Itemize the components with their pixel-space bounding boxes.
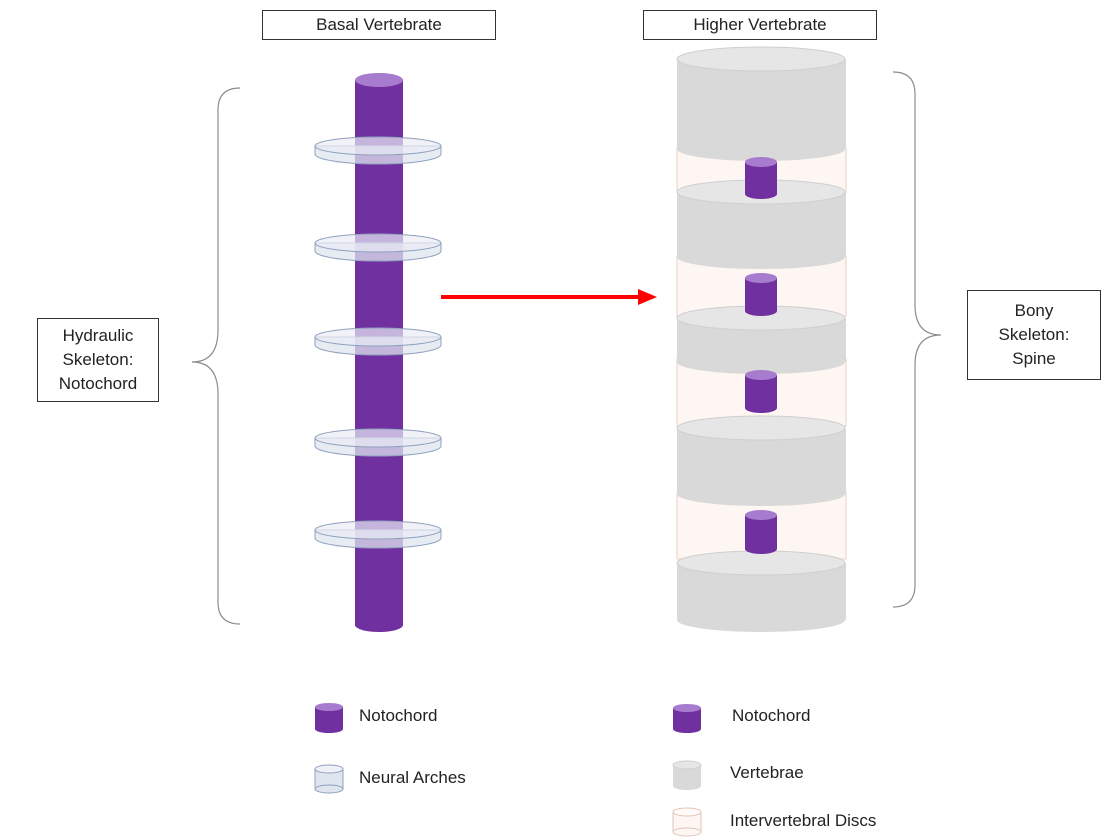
legend-right-vertebrae: Vertebrae: [730, 763, 804, 782]
neural-arch: [314, 428, 442, 457]
side-left-line-2: Skeleton:: [62, 350, 134, 369]
neural-arch-icon: [314, 764, 344, 794]
title-higher-vertebrate: Higher Vertebrate: [643, 10, 877, 40]
title-higher-label: Higher Vertebrate: [693, 15, 827, 34]
side-left-line-1: Hydraulic: [62, 326, 134, 345]
legend-left-neural-arches: Neural Arches: [359, 768, 466, 787]
vertebra: [676, 415, 846, 506]
vertebra: [676, 550, 846, 632]
legend-right-intervertebral-discs: Intervertebral Discs: [730, 811, 877, 830]
title-basal-vertebrate: Basal Vertebrate: [262, 10, 496, 40]
evolution-arrow: [441, 289, 657, 305]
notochord-icon: [315, 703, 343, 733]
notochord-remnant: [745, 157, 777, 199]
disc-icon: [672, 807, 702, 837]
side-right-line-1: Bony: [1014, 301, 1054, 320]
neural-arch: [314, 136, 442, 165]
left-brace: [191, 87, 241, 625]
hydraulic-skeleton-label: Hydraulic Skeleton: Notochord: [37, 318, 159, 402]
neural-arch: [314, 233, 442, 262]
notochord-remnant: [745, 510, 777, 554]
vertebra: [676, 305, 846, 374]
vertebra: [676, 179, 846, 269]
title-basal-label: Basal Vertebrate: [316, 15, 442, 34]
vertebra: [676, 46, 846, 161]
notochord-remnant: [745, 370, 777, 413]
bony-skeleton-label: Bony Skeleton: Spine: [967, 290, 1101, 380]
neural-arch: [314, 327, 442, 356]
notochord-icon: [673, 704, 701, 733]
legend-left-notochord: Notochord: [359, 706, 438, 725]
notochord-remnant: [745, 273, 777, 316]
side-left-line-3: Notochord: [58, 374, 138, 393]
right-brace: [892, 71, 942, 608]
vertebra-icon: [672, 760, 702, 790]
side-right-line-2: Skeleton:: [998, 325, 1070, 344]
neural-arch: [314, 520, 442, 549]
legend-right-notochord: Notochord: [732, 706, 811, 725]
side-right-line-3: Spine: [1012, 349, 1056, 368]
